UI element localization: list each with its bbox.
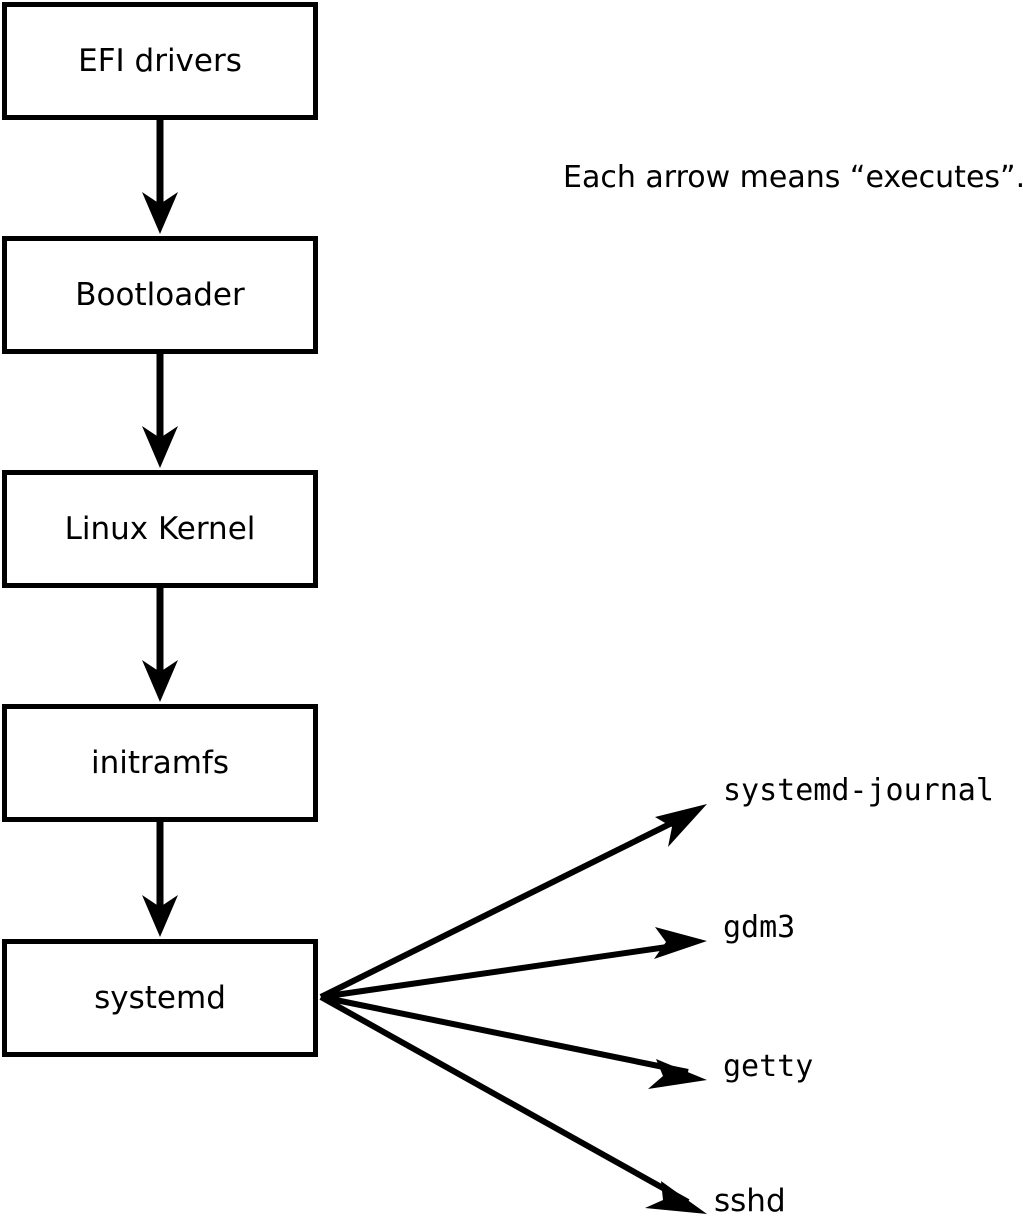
node-bootloader-label: Bootloader bbox=[75, 276, 245, 313]
arrow-kernel-to-initramfs bbox=[142, 588, 178, 702]
node-systemd-label: systemd bbox=[94, 979, 226, 1016]
node-efi-drivers-label: EFI drivers bbox=[78, 42, 242, 79]
arrow-initramfs-to-systemd bbox=[142, 822, 178, 937]
leaf-label-getty[interactable]: getty bbox=[723, 1049, 814, 1084]
arrow-systemd-to-getty bbox=[320, 994, 707, 1089]
node-linux-kernel-label: Linux Kernel bbox=[64, 510, 256, 547]
arrow-efi-to-bootloader bbox=[142, 120, 178, 234]
node-initramfs-label: initramfs bbox=[90, 744, 230, 781]
arrow-systemd-to-systemd-journal bbox=[319, 804, 707, 1000]
node-initramfs[interactable]: initramfs bbox=[2, 704, 318, 822]
leaf-label-gdm3[interactable]: gdm3 bbox=[723, 910, 796, 945]
leaf-label-sshd[interactable]: sshd bbox=[714, 1183, 786, 1219]
node-systemd[interactable]: systemd bbox=[2, 939, 318, 1057]
node-linux-kernel[interactable]: Linux Kernel bbox=[2, 470, 318, 588]
arrow-systemd-to-gdm3 bbox=[320, 927, 707, 1000]
diagram-annotation: Each arrow means “executes”. bbox=[563, 160, 1023, 195]
arrow-systemd-to-sshd bbox=[319, 994, 707, 1214]
node-efi-drivers[interactable]: EFI drivers bbox=[2, 2, 318, 120]
leaf-label-systemd-journal[interactable]: systemd-journal bbox=[723, 773, 994, 808]
arrow-bootloader-to-kernel bbox=[142, 354, 178, 468]
node-bootloader[interactable]: Bootloader bbox=[2, 236, 318, 354]
